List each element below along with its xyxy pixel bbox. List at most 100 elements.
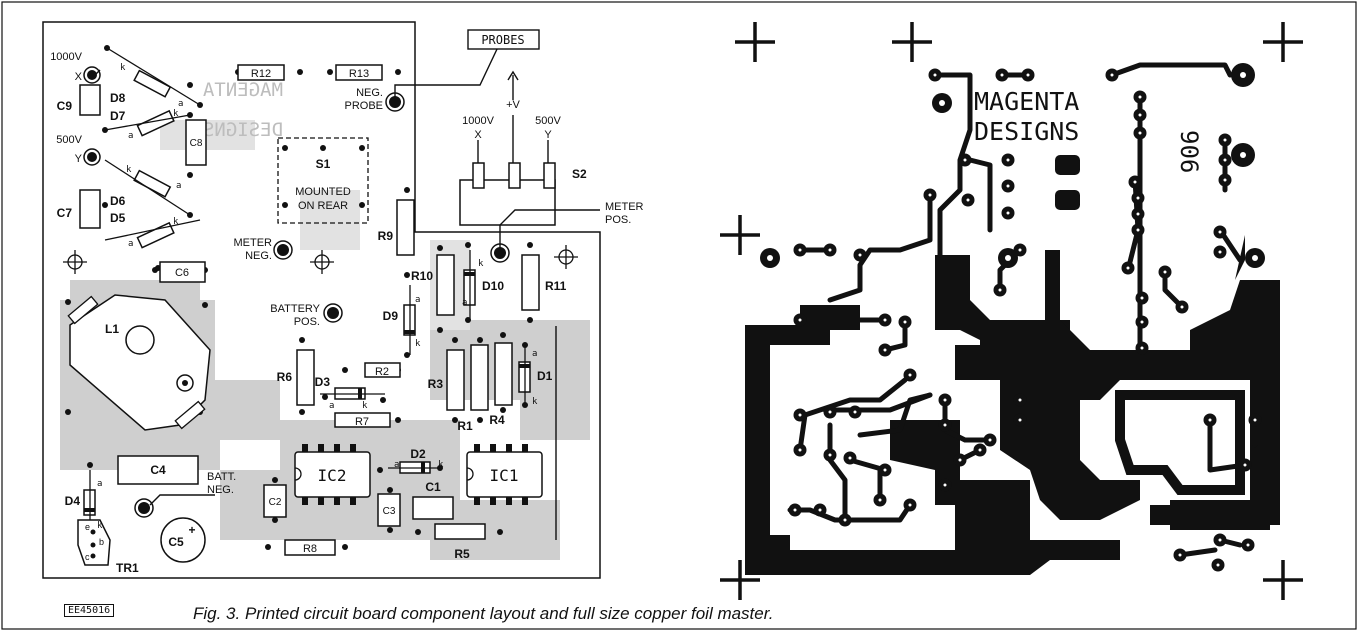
c4-body xyxy=(117,455,199,485)
label-d4: D4 xyxy=(65,494,81,508)
s2-left-label: 1000V xyxy=(462,115,494,127)
diode-bands xyxy=(84,272,530,512)
diode-leads xyxy=(89,47,526,540)
label-tr1: TR1 xyxy=(116,561,139,575)
d8-k: k xyxy=(120,63,126,73)
r5-body xyxy=(434,523,486,540)
terminal-1000v-x: X xyxy=(75,71,83,83)
label-c3: C3 xyxy=(383,506,396,517)
copper-title-line1: MAGENTA xyxy=(974,87,1079,116)
label-d5: D5 xyxy=(110,211,126,225)
d4-k: k xyxy=(97,521,103,531)
c1-body xyxy=(412,496,454,520)
polarity-marks: k a a k k a a k a k k a a k a k a k a k xyxy=(97,63,538,531)
reversed-silk-text: MAGENTA DESIGNS xyxy=(202,79,283,141)
battery-pos-line2: POS. xyxy=(294,316,320,328)
copper-master-panel: MAGENTA DESIGNS 906 xyxy=(720,22,1303,600)
r1-body xyxy=(446,349,465,411)
d3-a: a xyxy=(329,401,334,411)
label-d9: D9 xyxy=(383,309,399,323)
s1-pads xyxy=(282,145,365,208)
c3-body xyxy=(377,493,401,527)
label-ic1: IC1 xyxy=(490,466,519,485)
label-r12: R12 xyxy=(251,68,271,80)
svg-text:DESIGNS: DESIGNS xyxy=(203,119,283,141)
battery-pos-line1: BATTERY xyxy=(270,303,320,315)
label-d3: D3 xyxy=(315,375,331,389)
d9-a: a xyxy=(415,295,420,305)
copper-planes xyxy=(745,235,1280,575)
d7-body xyxy=(136,109,175,137)
d6-k: k xyxy=(126,165,132,175)
meter-pos-line1: METER xyxy=(605,201,644,213)
d8-body xyxy=(133,69,172,98)
label-d6: D6 xyxy=(110,194,126,208)
d5-a: a xyxy=(128,239,133,249)
c2-body xyxy=(263,484,287,518)
r3r4-body xyxy=(494,342,513,406)
label-r4: R4 xyxy=(489,413,505,427)
d10-k: k xyxy=(478,259,484,269)
tr1-pin-b: b xyxy=(99,537,104,547)
s2-mid-label: +V xyxy=(506,99,520,111)
label-r10: R10 xyxy=(411,269,433,283)
label-r6: R6 xyxy=(277,370,293,384)
label-r9: R9 xyxy=(378,229,394,243)
label-c5: C5 xyxy=(168,535,184,549)
label-r1: R1 xyxy=(457,419,473,433)
r12-body xyxy=(237,64,285,81)
s2-right-label: 500V xyxy=(535,115,561,127)
d3-k: k xyxy=(362,401,368,411)
label-r8: R8 xyxy=(303,543,317,555)
s2-leads xyxy=(477,70,549,163)
neg-probe-line2: PROBE xyxy=(344,100,383,112)
d4-a: a xyxy=(97,479,102,489)
terminal-500v-y: Y xyxy=(75,153,83,165)
terminal-1000v: 1000V xyxy=(50,51,82,63)
r6-body xyxy=(296,349,315,406)
r8-body xyxy=(284,539,336,556)
c6-body xyxy=(159,261,206,283)
label-r5: R5 xyxy=(454,547,470,561)
d9-k: k xyxy=(415,339,421,349)
ic2-body xyxy=(294,451,371,498)
mounting-holes xyxy=(63,245,578,274)
figure-caption: Fig. 3. Printed circuit board component … xyxy=(193,604,774,623)
label-d1: D1 xyxy=(537,369,553,383)
c7-body xyxy=(79,189,101,229)
svg-text:MAGENTA: MAGENTA xyxy=(202,79,283,101)
d5-k: k xyxy=(173,217,179,227)
label-c6: C6 xyxy=(175,267,189,279)
r9-body xyxy=(396,199,415,256)
s2-slots xyxy=(472,162,556,189)
figure-ref-tag: EE45016 xyxy=(64,604,115,617)
ic1-body xyxy=(466,451,543,498)
label-c1: C1 xyxy=(425,480,441,494)
d1-k: k xyxy=(532,397,538,407)
label-d2: D2 xyxy=(410,447,426,461)
batt-neg-line1: BATT. xyxy=(207,471,236,483)
d8-a: a xyxy=(178,99,183,109)
s1-on-rear: ON REAR xyxy=(298,200,348,212)
tr1-pin-e: e xyxy=(85,522,90,532)
neg-probe-line1: NEG. xyxy=(356,87,383,99)
probes-box xyxy=(467,29,540,50)
label-c8: C8 xyxy=(190,138,203,149)
transistor-tr1 xyxy=(77,519,111,566)
r11-body xyxy=(521,254,540,311)
copper-pads xyxy=(788,68,1262,572)
inductor-l1 xyxy=(67,294,211,431)
c5-body xyxy=(160,517,206,563)
ic-pins xyxy=(302,444,528,505)
label-c7: C7 xyxy=(57,206,73,220)
meter-pos-line2: POS. xyxy=(605,214,631,226)
label-r2: R2 xyxy=(375,366,389,378)
d2-k: k xyxy=(438,460,444,470)
probes-label: PROBES xyxy=(481,33,524,47)
s1-mounted: MOUNTED xyxy=(295,186,351,198)
d7-k: k xyxy=(173,109,179,119)
s2-right-sub: Y xyxy=(544,129,552,141)
s2-frame xyxy=(459,179,556,226)
